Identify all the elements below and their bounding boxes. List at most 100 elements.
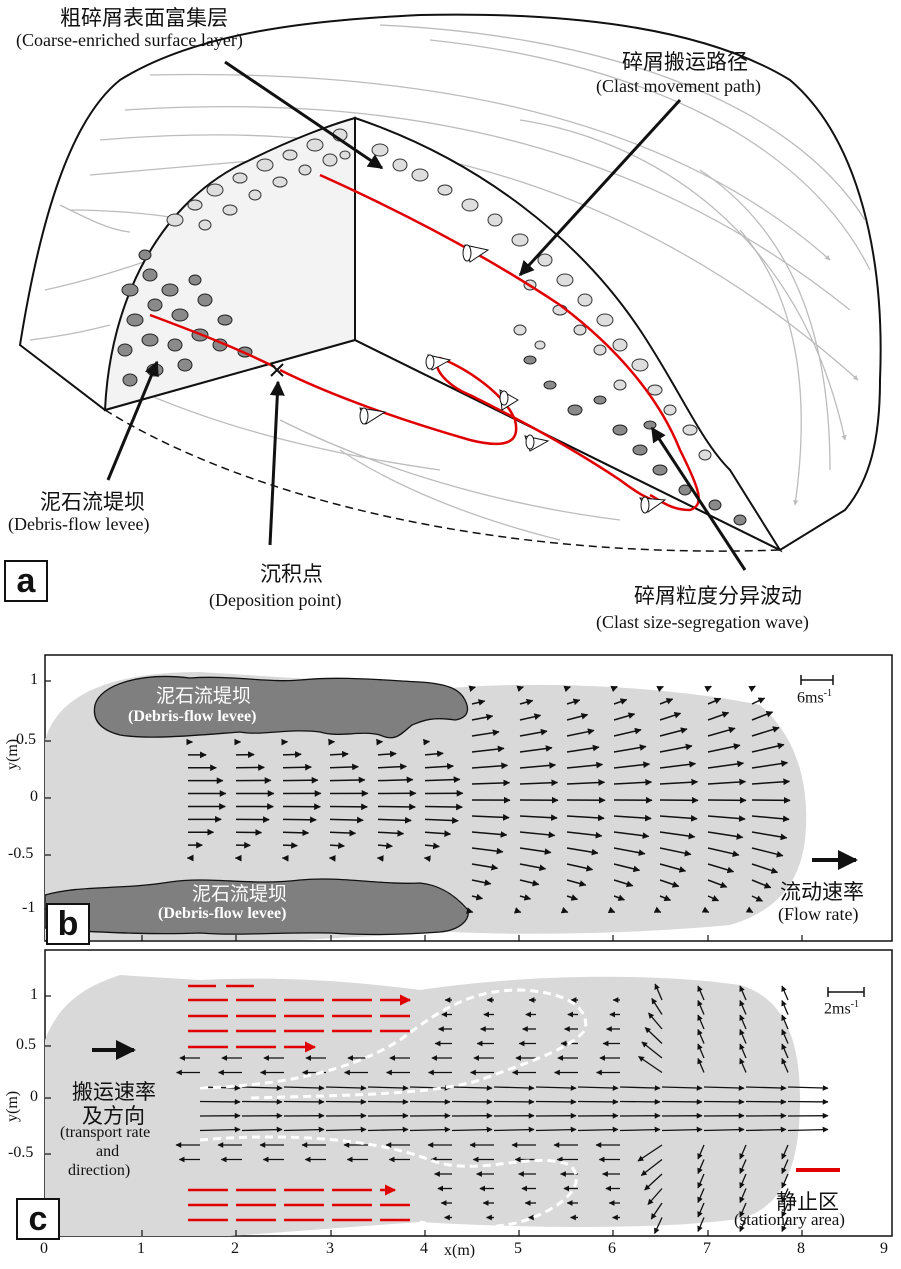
vector-arrow — [659, 711, 682, 721]
vector-arrow — [282, 751, 302, 758]
vector-arrow — [659, 847, 692, 857]
vector-arrow — [325, 1126, 367, 1133]
vector-arrow — [409, 1126, 451, 1133]
panel-b-flow-field — [44, 654, 893, 942]
stationary-en-label: (stationary area) — [734, 1210, 845, 1229]
vector-arrow — [751, 726, 780, 737]
vector-arrow — [471, 713, 494, 721]
vector-arrow — [739, 1217, 747, 1233]
ytick-c-1: 1 — [30, 986, 38, 1003]
vector-arrow — [519, 762, 557, 769]
vector-arrow — [638, 1055, 663, 1074]
panel-a-letter: a — [4, 560, 48, 602]
vector-arrow — [613, 831, 650, 840]
vector-arrow — [613, 814, 652, 822]
vector-arrow — [739, 1057, 747, 1073]
vector-arrow — [566, 879, 587, 887]
vector-arrow — [424, 776, 461, 784]
vector-arrow — [377, 842, 393, 850]
vector-arrow — [451, 1085, 493, 1091]
vector-arrow — [739, 1173, 747, 1189]
vector-arrow — [329, 816, 364, 824]
vector-arrow — [471, 745, 505, 753]
vector-arrow — [781, 1202, 789, 1218]
ytick-b-1: 1 — [30, 671, 38, 688]
panel-c-letter: c — [16, 1198, 60, 1240]
vector-arrow — [781, 1173, 789, 1189]
vector-arrow — [697, 1028, 705, 1044]
vector-arrow — [325, 1085, 367, 1091]
vector-arrow — [424, 830, 452, 837]
vector-arrow — [751, 760, 789, 769]
vector-arrow — [707, 863, 735, 874]
vector-arrow — [781, 1144, 789, 1160]
vector-arrow — [516, 685, 524, 693]
vector-arrow — [707, 815, 746, 822]
stationary-boundary-bottom — [199, 1135, 578, 1229]
vector-arrow — [519, 847, 552, 855]
vector-arrow — [659, 778, 699, 786]
vector-arrow — [613, 863, 641, 873]
vector-arrow — [199, 1126, 241, 1133]
dark-clasts — [117, 249, 747, 526]
vector-arrow — [697, 1188, 705, 1204]
vector-arrow — [424, 750, 444, 758]
vector-arrow — [282, 763, 312, 771]
ytick-b-0: 0 — [30, 788, 38, 805]
panel-a-block-diagram — [18, 13, 882, 571]
vector-arrow — [661, 1085, 703, 1091]
vector-arrow — [697, 1159, 705, 1175]
vector-arrow — [781, 985, 789, 1001]
vector-arrow — [577, 1085, 619, 1091]
vector-arrow — [613, 894, 626, 901]
vector-arrow — [409, 1085, 451, 1091]
vector-arrow — [566, 712, 589, 721]
cone-clasts — [359, 244, 667, 514]
vector-arrow — [781, 1014, 789, 1030]
vector-arrow — [566, 779, 606, 786]
vector-arrow — [282, 829, 310, 837]
vector-arrow — [707, 697, 722, 705]
vector-arrow — [787, 1085, 829, 1091]
vector-arrow — [707, 743, 741, 753]
vector-arrow — [654, 983, 663, 1001]
vector-arrow — [651, 998, 663, 1015]
ytick-c--0.5: -0.5 — [8, 1144, 34, 1161]
vector-arrow — [329, 829, 357, 837]
vector-arrow — [519, 728, 548, 737]
vector-arrow — [471, 699, 486, 706]
vector-arrow — [659, 831, 696, 840]
vector-arrow — [697, 1144, 705, 1160]
xtick-4: 4 — [420, 1240, 428, 1257]
vector-arrow — [659, 814, 698, 822]
clast-movement-paths — [149, 173, 700, 512]
vector-arrow — [751, 863, 779, 874]
vector-arrow — [535, 1126, 577, 1133]
vector-arrow — [566, 894, 579, 901]
vector-arrow — [661, 1126, 703, 1133]
vector-arrow — [739, 999, 747, 1015]
vector-arrow — [577, 1126, 619, 1133]
vector-arrow — [781, 999, 789, 1015]
vector-arrow — [739, 1202, 747, 1218]
vector-arrow — [566, 814, 605, 822]
vector-arrow — [781, 1028, 789, 1044]
light-clasts — [166, 128, 712, 461]
levee-en-label: (Debris-flow levee) — [8, 514, 150, 534]
vector-arrow — [424, 803, 463, 811]
flow-rate-en-label: (Flow rate) — [778, 904, 859, 924]
vector-arrow — [781, 1043, 789, 1059]
vector-arrow — [751, 711, 774, 721]
vector-arrow — [283, 1126, 325, 1133]
vector-arrow — [707, 726, 736, 737]
vector-arrow — [493, 1126, 535, 1133]
scale-label-b: 6ms-1 — [797, 688, 833, 707]
vector-arrow — [283, 1085, 325, 1091]
vector-arrow — [613, 778, 653, 786]
vector-arrow — [751, 778, 791, 786]
levee-top-shape — [93, 675, 469, 739]
vector-arrow — [707, 711, 730, 721]
vector-arrow — [471, 863, 499, 871]
vector-arrow — [697, 1014, 705, 1030]
deposition-en-label: (Deposition point) — [209, 590, 342, 610]
